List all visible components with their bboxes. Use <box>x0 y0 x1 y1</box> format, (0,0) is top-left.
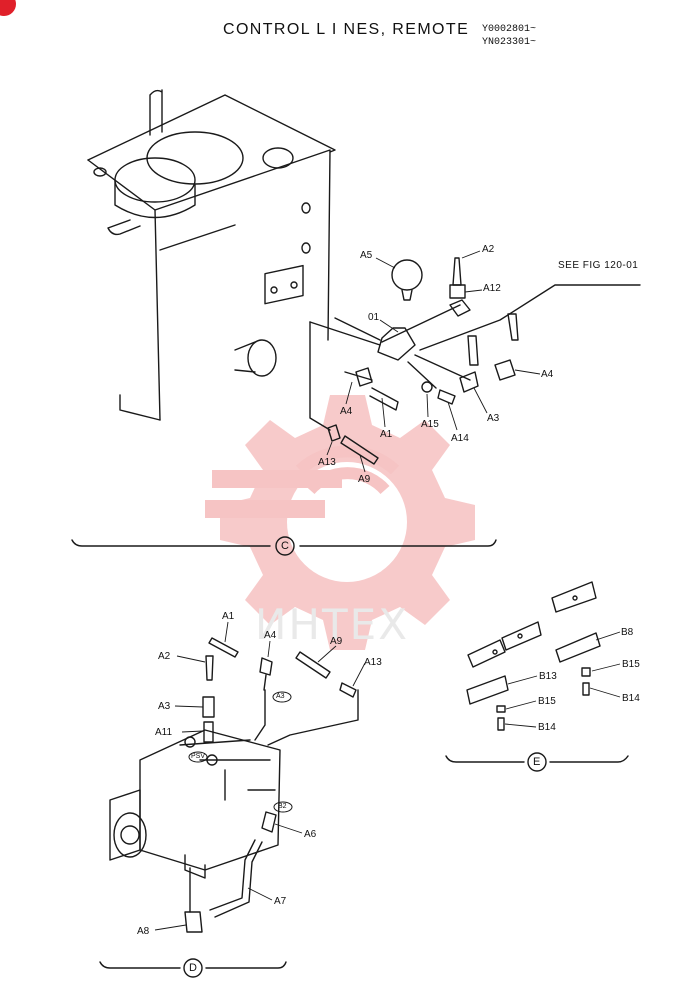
see-fig-reference: SEE FIG 120-01 <box>558 260 639 271</box>
view-d-bracket <box>99 961 287 969</box>
callout-a15: A15 <box>421 419 439 430</box>
callout-e-b8: B8 <box>621 627 634 638</box>
callout-a9: A9 <box>358 474 371 485</box>
callout-a13: A13 <box>318 457 336 468</box>
callout-d-a3-tag: A3 <box>276 693 285 700</box>
callout-01: 01 <box>368 312 380 323</box>
callout-d-a4: A4 <box>264 630 277 641</box>
callout-e-b15-left: B15 <box>538 696 556 707</box>
hydraulic-pump <box>109 729 281 879</box>
callout-d-a9: A9 <box>330 636 343 647</box>
hydraulic-tank <box>87 89 336 421</box>
callout-d-a13: A13 <box>364 657 382 668</box>
callout-a12: A12 <box>483 283 501 294</box>
serial-range-1: Y0002801~ <box>482 24 537 35</box>
callout-a3: A3 <box>487 413 500 424</box>
callout-e-b13: B13 <box>539 671 557 682</box>
callout-d-a3: A3 <box>158 701 171 712</box>
callout-a5: A5 <box>360 250 373 261</box>
corner-marker <box>0 0 16 16</box>
callout-a4-right: A4 <box>541 369 554 380</box>
callout-d-a8: A8 <box>137 926 150 937</box>
callout-d-a6: A6 <box>304 829 317 840</box>
callout-d-a1: A1 <box>222 611 235 622</box>
view-c-bracket <box>71 539 497 547</box>
callout-d-a2: A2 <box>158 651 171 662</box>
callout-d-a11: A11 <box>155 727 173 738</box>
view-d-letter: D <box>189 962 197 974</box>
callout-a4-left: A4 <box>340 406 353 417</box>
callout-d-a7: A7 <box>274 896 287 907</box>
diagram-title: CONTROL L I NES, REMOTE <box>223 21 470 38</box>
view-c-letter: C <box>281 540 289 552</box>
callout-d-b2-tag: B2 <box>278 803 287 810</box>
view-c-parts <box>309 257 641 465</box>
callout-d-psv-tag: PSV <box>191 753 206 760</box>
view-e-parts <box>466 581 601 731</box>
callout-e-b14-left: B14 <box>538 722 556 733</box>
callout-a14: A14 <box>451 433 469 444</box>
view-e-letter: E <box>533 756 541 768</box>
serial-range-2: YN023301~ <box>482 37 537 48</box>
callout-a1: A1 <box>380 429 393 440</box>
view-d-parts <box>184 637 359 933</box>
callout-a2: A2 <box>482 244 495 255</box>
callout-e-b14-right: B14 <box>622 693 640 704</box>
watermark-text: ИНТЕХ <box>255 600 409 649</box>
view-e-bracket <box>445 755 629 763</box>
callout-e-b15-right: B15 <box>622 659 640 670</box>
